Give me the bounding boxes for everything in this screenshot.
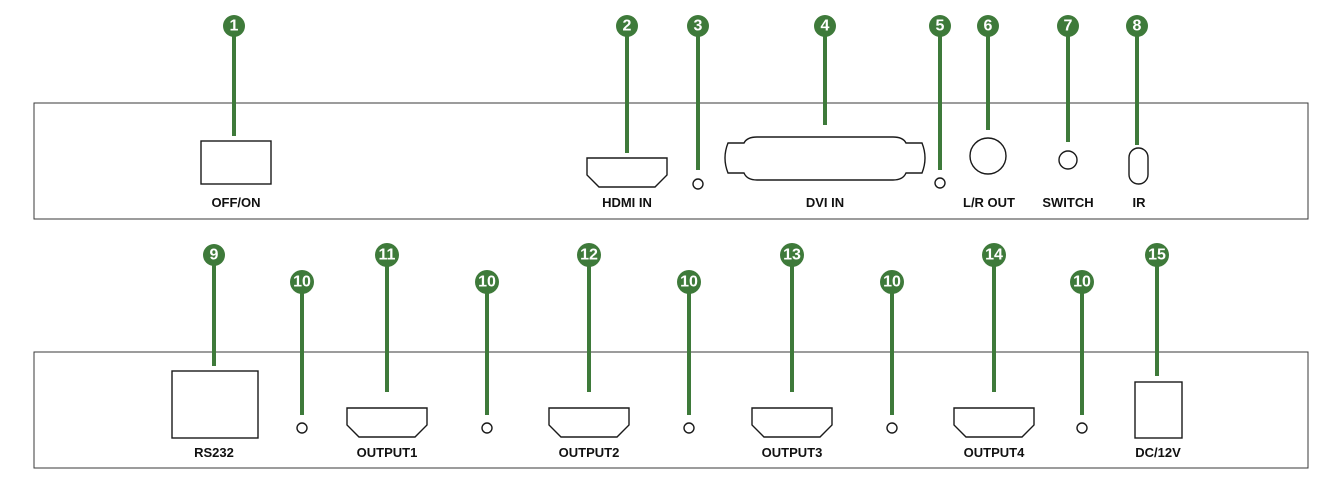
hdmi-in-label: HDMI IN [602,195,652,210]
callout-badge-9 [203,244,225,266]
callout-number-10: 10 [1073,274,1091,291]
lr-out-label: L/R OUT [963,195,1015,210]
callout-badge-15 [1145,243,1169,267]
callout-badge-7 [1057,15,1079,37]
output-indicator-led [296,422,308,434]
output1-label: OUTPUT1 [357,445,418,460]
callout-number-10: 10 [680,274,698,291]
callout-number-4: 4 [821,18,830,35]
lr-audio-out-jack [969,137,1007,175]
output-indicator-led [683,422,695,434]
callout-number-10: 10 [883,274,901,291]
dc-12v-power-input [1134,381,1183,439]
callout-badge-11 [375,243,399,267]
power-switch [200,140,272,185]
rs232-port [171,370,259,439]
output2-label: OUTPUT2 [559,445,620,460]
callout-number-9: 9 [210,247,219,264]
output-indicator-led [481,422,493,434]
callout-badge-1 [223,15,245,37]
callout-badge-10 [880,270,904,294]
callout-number-14: 14 [985,247,1003,264]
hdmi-output2-port [548,407,630,438]
callout-number-6: 6 [984,18,993,35]
switch-label: SWITCH [1042,195,1093,210]
dc-12v-label: DC/12V [1135,445,1181,460]
callout-number-2: 2 [623,18,632,35]
callout-badge-13 [780,243,804,267]
off-on-label: OFF/ON [211,195,260,210]
callout-badge-10 [1070,270,1094,294]
callout-number-7: 7 [1064,18,1073,35]
callout-number-10: 10 [478,274,496,291]
hdmi-output1-port [346,407,428,438]
hdmi-in-port [586,157,668,188]
callout-number-15: 15 [1148,247,1166,264]
callout-badge-14 [982,243,1006,267]
output3-label: OUTPUT3 [762,445,823,460]
callout-number-12: 12 [580,247,598,264]
hdmi-output4-port [953,407,1035,438]
hdmi-output3-port [751,407,833,438]
callout-badge-12 [577,243,601,267]
output-indicator-led [1076,422,1088,434]
callout-badge-10 [290,270,314,294]
dvi-indicator-led [934,177,946,189]
callout-badge-10 [677,270,701,294]
callout-badge-5 [929,15,951,37]
output-indicator-led [886,422,898,434]
callout-badge-6 [977,15,999,37]
callout-badge-2 [616,15,638,37]
ir-sensor [1128,147,1149,185]
dvi-in-port [724,136,926,181]
callout-number-13: 13 [783,247,801,264]
output4-label: OUTPUT4 [964,445,1025,460]
rs232-label: RS232 [194,445,234,460]
callout-number-10: 10 [293,274,311,291]
hdmi-indicator-led [692,178,704,190]
callout-badge-10 [475,270,499,294]
callout-number-5: 5 [936,18,945,35]
callout-badge-8 [1126,15,1148,37]
callout-badge-4 [814,15,836,37]
callout-number-8: 8 [1133,18,1142,35]
ir-label: IR [1133,195,1147,210]
dvi-in-label: DVI IN [806,195,844,210]
callout-number-3: 3 [694,18,703,35]
callout-number-11: 11 [379,247,396,264]
callout-badge-3 [687,15,709,37]
callout-number-1: 1 [230,18,239,35]
switch-button [1058,150,1078,170]
